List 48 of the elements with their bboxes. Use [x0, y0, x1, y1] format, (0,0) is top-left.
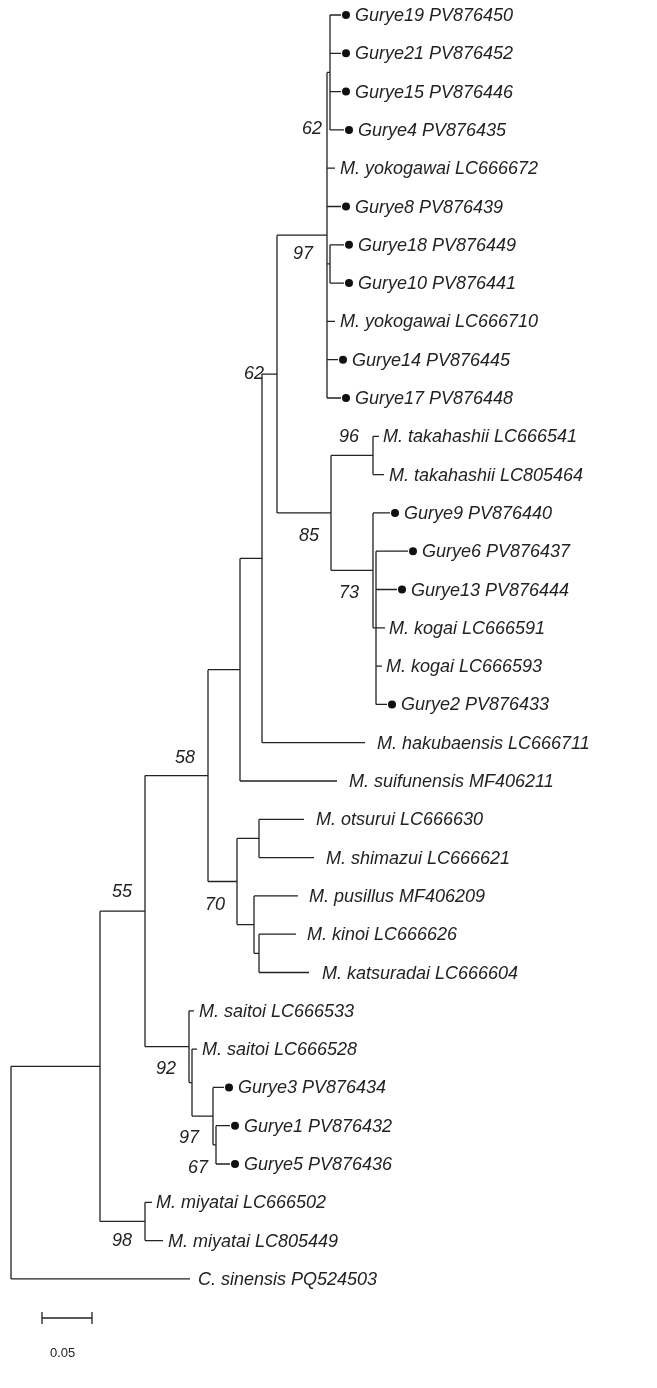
taxon-label: M. kogai LC666593: [386, 657, 543, 676]
taxon-label: Gurye14 PV876445: [352, 350, 511, 369]
taxon-label: Gurye10 PV876441: [358, 274, 517, 293]
taxon-label: M. yokogawai LC666710: [340, 312, 539, 331]
bootstrap-value: 62: [244, 364, 264, 382]
taxon-label: M. kogai LC666591: [389, 618, 546, 637]
bootstrap-value: 73: [339, 583, 359, 601]
taxon-label: Gurye5 PV876436: [244, 1155, 393, 1173]
taxon-label: Gurye21 PV876452: [355, 44, 514, 63]
bootstrap-value: 85: [299, 526, 319, 544]
taxon-label: M. miyatai LC666502: [156, 1193, 327, 1212]
bootstrap-value: 92: [156, 1059, 176, 1077]
taxon-label: Gurye9 PV876440: [404, 503, 553, 522]
taxon-label: M. shimazui LC666621: [326, 848, 511, 867]
taxon-label: M. saitoi LC666528: [202, 1040, 358, 1059]
bootstrap-value: 62: [302, 119, 322, 137]
taxon-label: Gurye3 PV876434: [238, 1078, 387, 1097]
taxon-label: Gurye17 PV876448: [355, 389, 514, 407]
taxon-label: M. katsuradai LC666604: [322, 963, 519, 982]
bootstrap-value: 67: [188, 1158, 208, 1176]
taxon-label: M. saitoi LC666533: [199, 1001, 355, 1020]
taxon-label: Gurye13 PV876444: [411, 580, 570, 599]
scale-value: 0.05: [50, 1345, 76, 1359]
bootstrap-value: 97: [293, 244, 313, 262]
taxon-label: M. takahashii LC805464: [389, 465, 584, 484]
taxon-label: M. miyatai LC805449: [168, 1231, 339, 1250]
taxon-label: Gurye19 PV876450: [355, 6, 514, 24]
taxon-label: Gurye2 PV876433: [401, 695, 550, 714]
bootstrap-value: 96: [339, 427, 359, 445]
bootstrap-value: 70: [205, 895, 225, 913]
taxon-label: C. sinensis PQ524503: [198, 1269, 378, 1288]
taxon-label: Gurye18 PV876449: [358, 235, 517, 254]
bootstrap-value: 55: [112, 882, 132, 900]
bootstrap-value: 97: [179, 1128, 199, 1146]
taxon-label: Gurye6 PV876437: [422, 542, 571, 561]
taxon-label: M. takahashii LC666541: [383, 427, 578, 446]
bootstrap-value: 98: [112, 1231, 132, 1249]
taxon-label: Gurye4 PV876435: [358, 120, 507, 139]
taxon-label: M. hakubaensis LC666711: [377, 733, 590, 752]
taxon-label: Gurye15 PV876446: [355, 82, 514, 101]
taxon-label: Gurye8 PV876439: [355, 197, 504, 216]
taxon-label: M. yokogawai LC666672: [340, 159, 539, 178]
taxon-label: M. suifunensis MF406211: [349, 772, 554, 790]
bootstrap-value: 58: [175, 748, 195, 766]
taxon-label: M. pusillus MF406209: [309, 886, 486, 905]
taxon-label: Gurye1 PV876432: [244, 1116, 393, 1135]
taxon-label: M. otsurui LC666630: [316, 810, 484, 829]
taxon-label: M. kinoi LC666626: [307, 925, 458, 944]
